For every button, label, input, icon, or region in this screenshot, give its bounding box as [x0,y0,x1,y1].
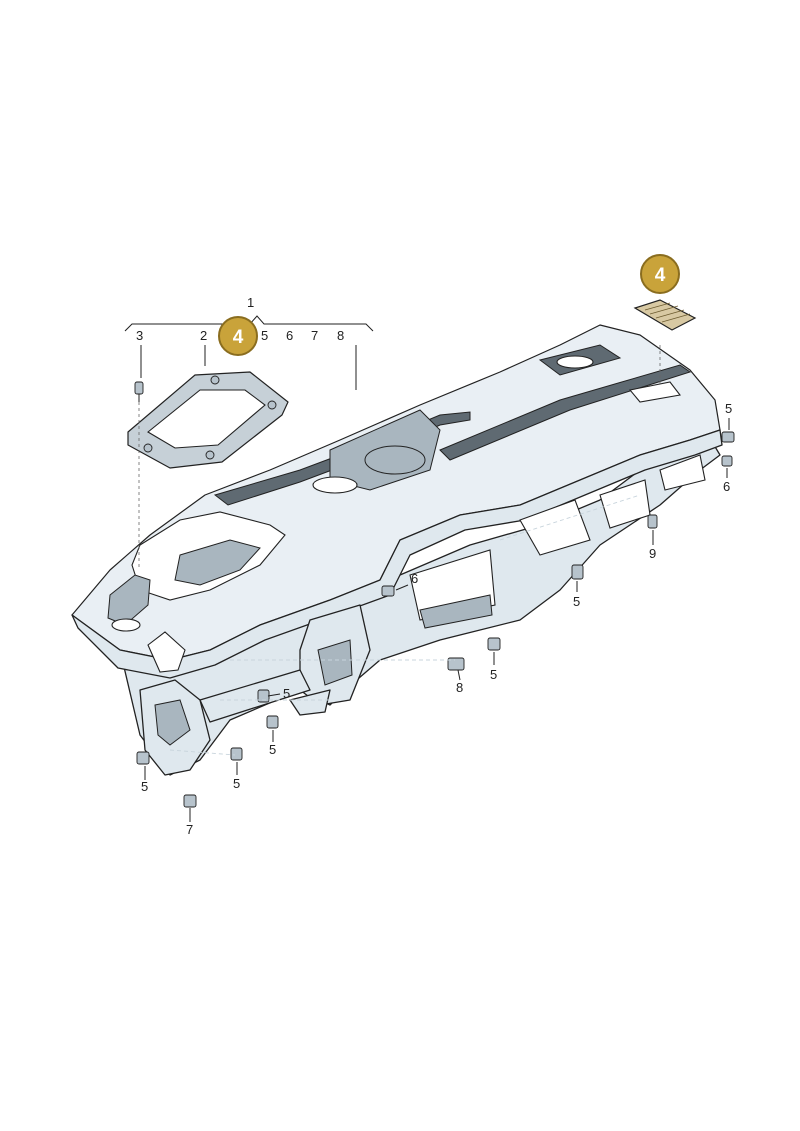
screw [134,381,144,402]
badge-right: 4 [640,254,680,294]
speaker-grille-part [633,299,697,331]
callout-5-group: 5 [261,328,268,343]
callout-5-center: 5 [490,667,497,682]
clip-low-d [136,751,150,765]
clips [136,431,735,808]
clip-bottom-7 [183,794,197,808]
clip-low-b [266,715,279,729]
callout-5-low-b: 5 [269,742,276,757]
callout-5-low-a: 5 [283,686,290,701]
callout-6-right: 6 [723,479,730,494]
dashboard-panel [71,324,723,776]
center-trim-frame [127,371,289,469]
callout-9: 9 [649,546,656,561]
callout-5-far-right: 5 [725,401,732,416]
clip-right-top [721,431,735,443]
callout-6-center: 6 [411,571,418,586]
clip-center-5 [487,637,501,651]
clip-right-lower [721,455,733,467]
callout-1: 1 [247,295,254,310]
leader-lines [124,315,730,822]
callout-5-right: 5 [573,594,580,609]
callout-3: 3 [136,328,143,343]
bolt-right [647,514,658,529]
callout-2: 2 [200,328,207,343]
clip-console-right [571,564,584,580]
callout-6-group: 6 [286,328,293,343]
badge-left: 4 [218,316,258,356]
badge-left-label: 4 [233,327,244,348]
callout-8-center: 8 [456,680,463,695]
clip-center-8 [447,657,465,671]
callout-7-bottom: 7 [186,822,193,837]
badge-right-label: 4 [655,265,666,286]
callout-5-low-d: 5 [141,779,148,794]
callout-5-low-c: 5 [233,776,240,791]
callout-8-group: 8 [337,328,344,343]
clip-low-c [230,747,243,761]
clip-center-6 [381,585,395,597]
callout-7-group: 7 [311,328,318,343]
callout-labels: 1 3 2 5 6 7 8 5 6 9 5 6 8 5 5 5 5 5 7 [136,295,732,837]
